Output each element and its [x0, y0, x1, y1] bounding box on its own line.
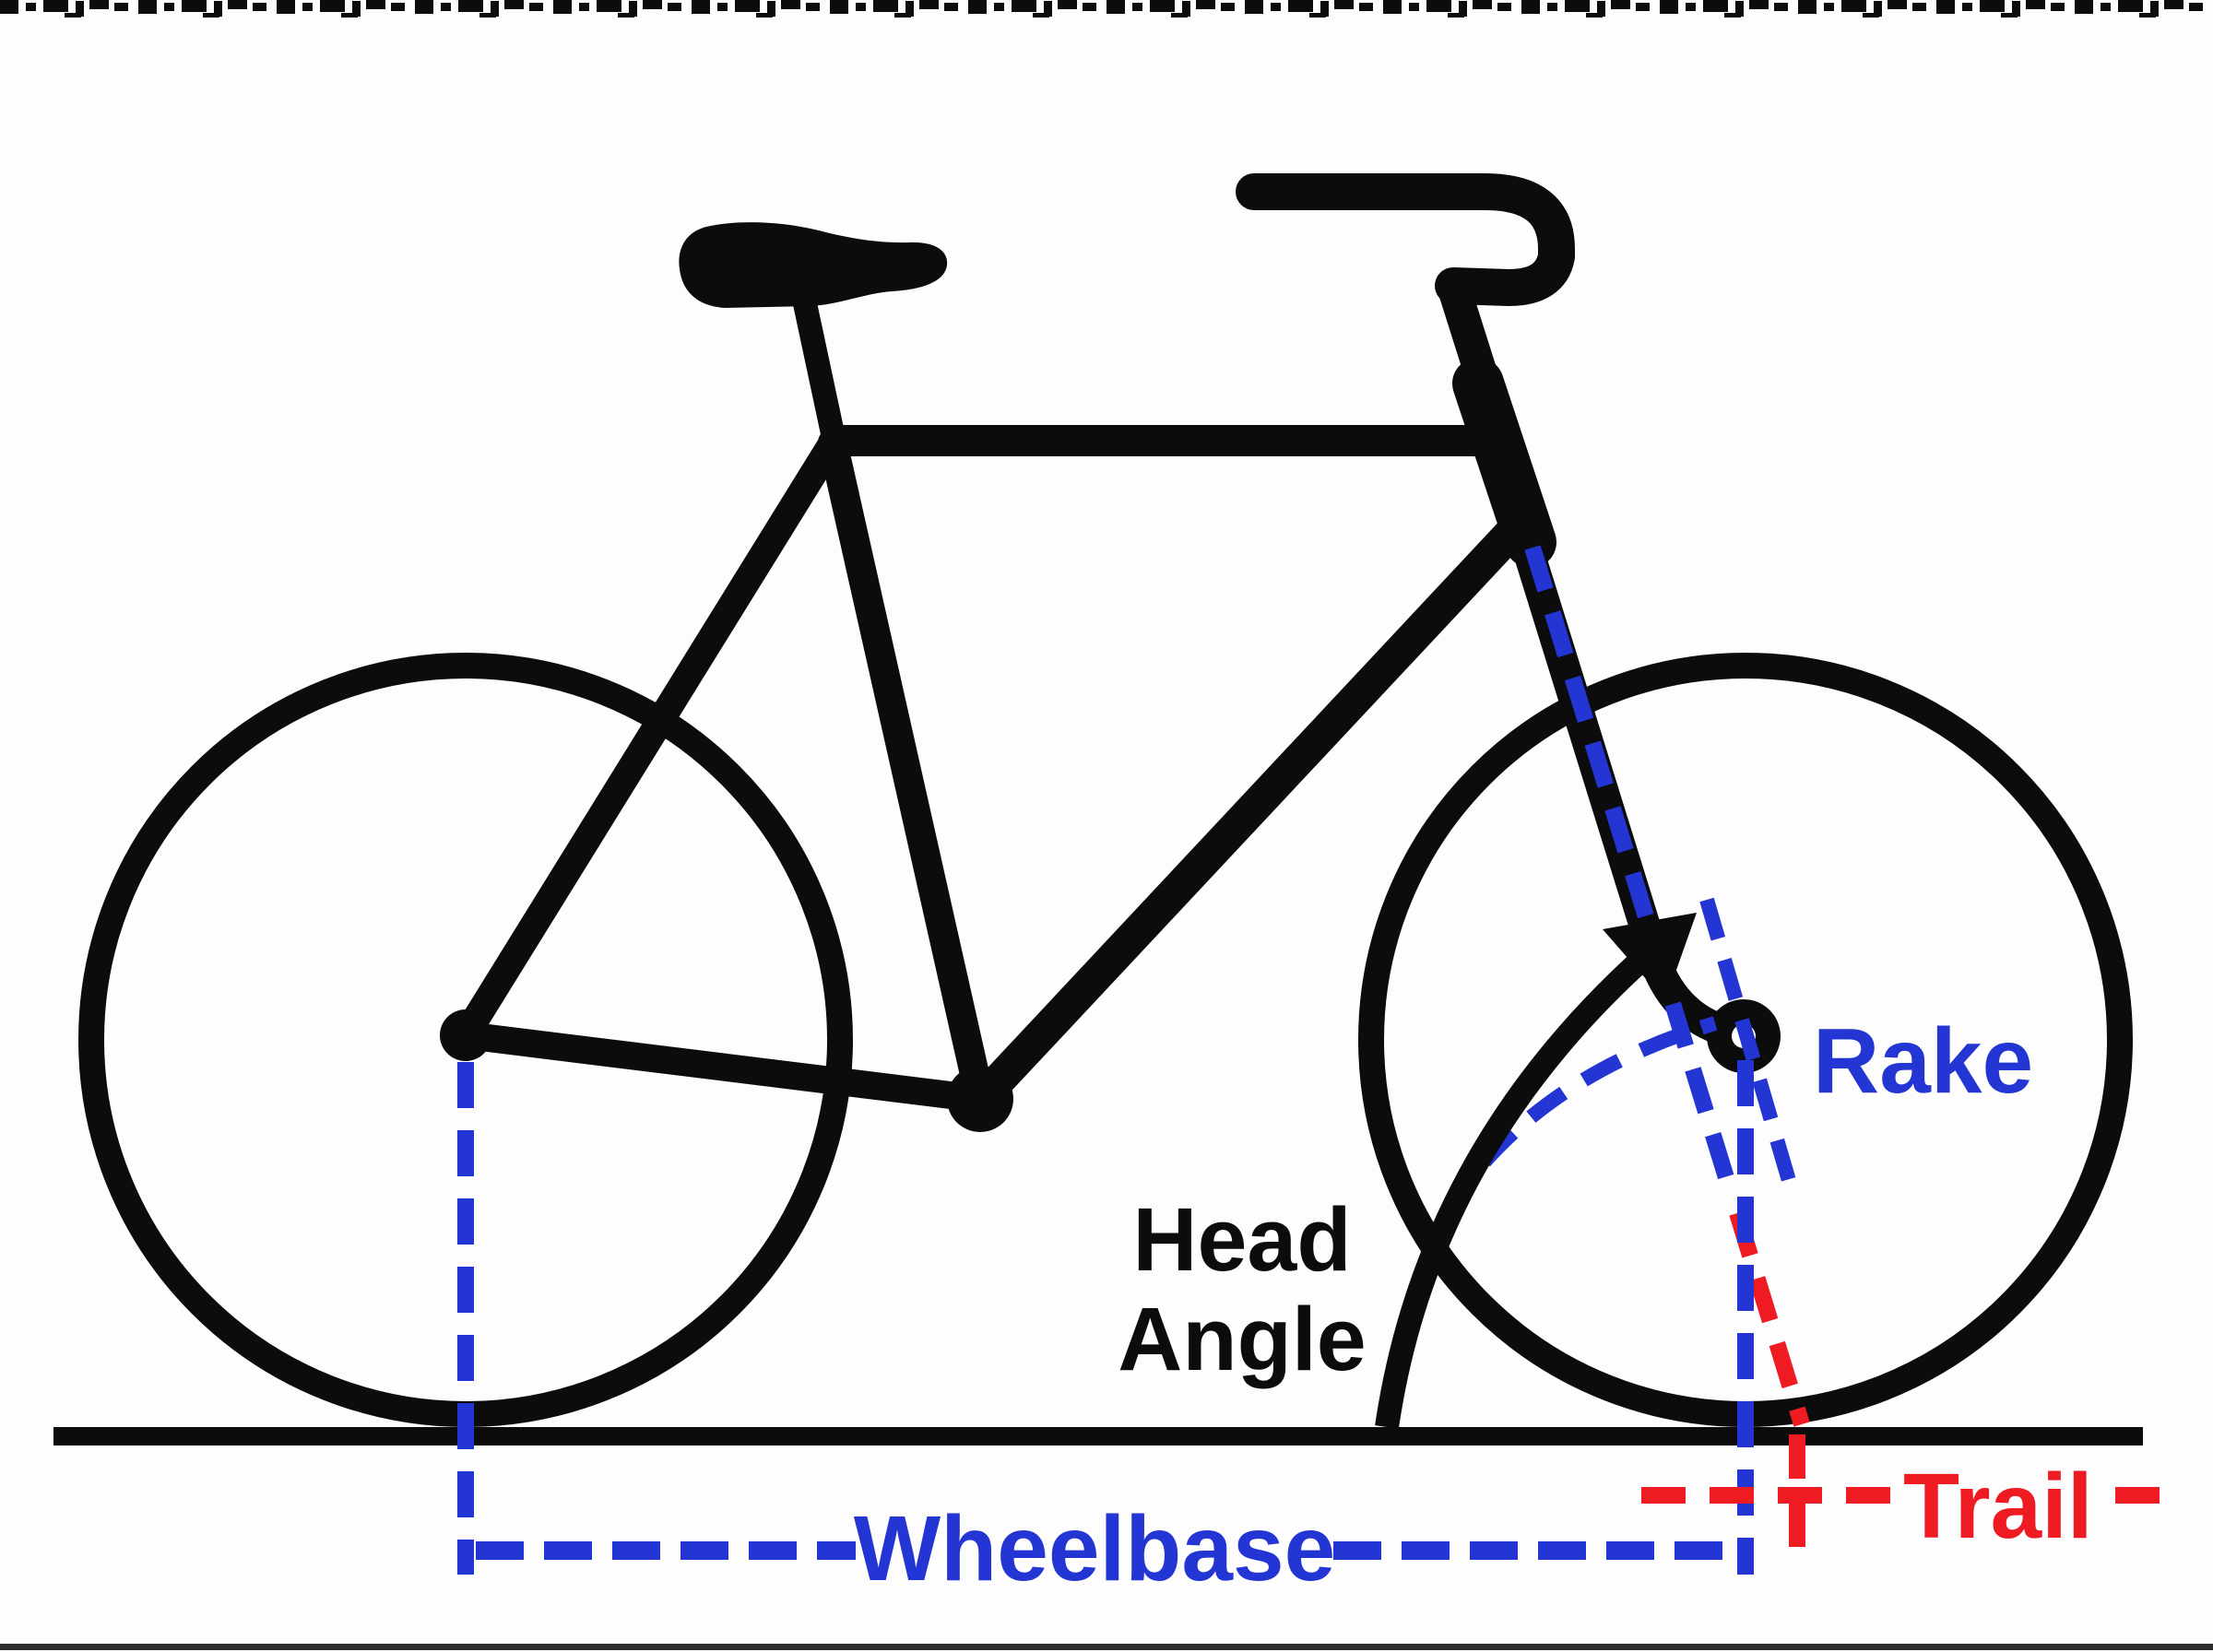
seatpost: [791, 283, 847, 458]
steering-axis-extension-line: [1729, 1210, 1810, 1427]
head-tube: [1452, 358, 1556, 568]
hub-offset-line: [1699, 897, 1797, 1186]
head-angle-arrow-arc: [1375, 944, 1657, 1429]
trail-label: Trail: [1903, 1455, 2093, 1558]
head-angle-label-line2: Angle: [1118, 1289, 1366, 1389]
bottom-bracket: [947, 1066, 1013, 1132]
chainstay-tube: [452, 1021, 994, 1113]
head-angle-arc-dashed: [1439, 1016, 1718, 1218]
steering-axis-line: [1524, 545, 1741, 1201]
saddle: [679, 222, 948, 308]
handlebar: [1236, 173, 1575, 306]
head-angle-arrowhead-icon: [1603, 913, 1697, 1001]
seat-tube: [818, 428, 995, 1114]
head-angle-label-line1: Head: [1132, 1189, 1351, 1290]
rake-label: Rake: [1813, 1009, 2033, 1113]
rear-hub: [440, 1009, 491, 1061]
top-edge-artifact: [0, 0, 2213, 20]
seatstay-tube: [452, 429, 846, 1049]
down-tube: [966, 505, 1538, 1114]
ground-line: [53, 1427, 2143, 1446]
bottom-edge-artifact: [0, 1644, 2213, 1650]
wheelbase-label: Wheelbase: [854, 1497, 1335, 1600]
